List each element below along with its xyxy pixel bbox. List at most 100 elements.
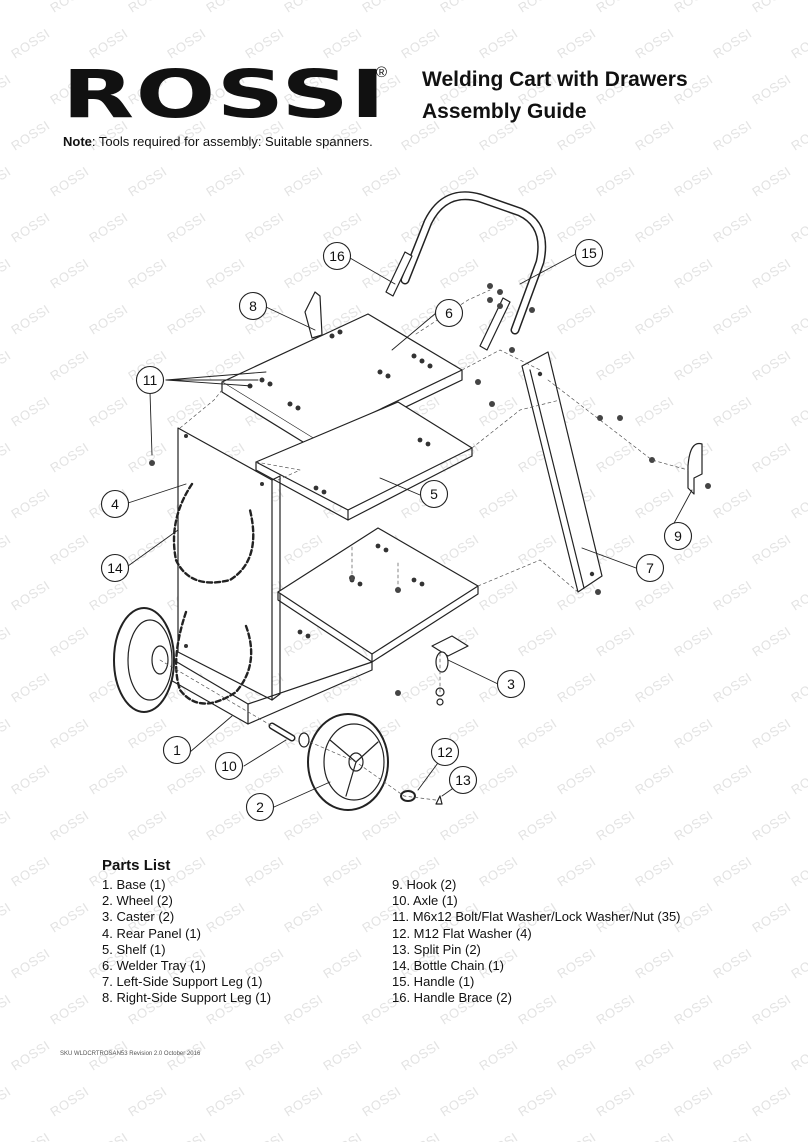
- callout-circle: [434, 298, 464, 328]
- parts-list-item: 8. Right-Side Support Leg (1): [102, 990, 272, 1006]
- watermark-text: ROSSI: [398, 1130, 442, 1142]
- document-title: Welding Cart with Drawers Assembly Guide: [422, 64, 688, 128]
- watermark-text: ROSSI: [515, 1083, 560, 1120]
- watermark-text: ROSSI: [788, 1130, 808, 1142]
- callout-16: 16: [322, 241, 352, 271]
- parts-list-item: 9. Hook (2): [392, 877, 457, 892]
- callout-leader-lines: [127, 253, 693, 808]
- watermark-text: ROSSI: [632, 1130, 676, 1142]
- watermark-text: ROSSI: [632, 25, 677, 62]
- callout-number: 3: [507, 676, 515, 692]
- callout-circle: [162, 735, 192, 765]
- watermark-text: ROSSI: [593, 0, 637, 15]
- callout-14: 14: [100, 553, 130, 583]
- parts-list-item: 12. M12 Flat Washer (4): [392, 925, 532, 941]
- callout-4: 4: [100, 489, 130, 519]
- callout-circle: [238, 291, 268, 321]
- watermark-text: ROSSI: [281, 899, 326, 936]
- parts-list-item: 1. Base (1): [102, 877, 166, 892]
- watermark-text: ROSSI: [242, 1037, 287, 1074]
- parts-list-title: Parts List: [102, 857, 171, 874]
- callout-circle: [635, 553, 665, 583]
- axle-illustration: [268, 722, 310, 748]
- callout-number: 7: [646, 560, 654, 576]
- parts-list-item: 14. Bottle Chain (1): [392, 958, 505, 974]
- watermark-text: ROSSI: [8, 945, 53, 982]
- parts-list-item: 13. Split Pin (2): [392, 941, 481, 957]
- callout-3: 3: [496, 669, 526, 699]
- registered-mark: ®: [376, 64, 388, 81]
- watermark-text: ROSSI: [359, 1083, 404, 1120]
- washer-illustration: [400, 790, 443, 805]
- watermark-text: ROSSI: [320, 945, 365, 982]
- watermark-text: ROSSI: [281, 0, 325, 15]
- watermark-text: ROSSI: [0, 991, 14, 1028]
- callout-1: 1: [162, 735, 192, 765]
- watermark-text: ROSSI: [788, 945, 808, 982]
- watermark-text: ROSSI: [86, 1130, 130, 1142]
- watermark-text: ROSSI: [749, 899, 794, 936]
- rossi-logo: ROSSI ®: [62, 62, 387, 128]
- callout-number: 1: [173, 742, 181, 758]
- callout-10: 10: [214, 751, 244, 781]
- hardware-bolts: [149, 283, 711, 696]
- parts-list-item: 4. Rear Panel (1): [102, 925, 201, 941]
- callout-2: 2: [245, 792, 275, 822]
- rear-panel-illustration: [177, 427, 281, 701]
- parts-list-item: 7. Left-Side Support Leg (1): [102, 974, 263, 990]
- watermark-text: ROSSI: [710, 853, 755, 890]
- watermark-text: ROSSI: [0, 71, 14, 108]
- watermark-text: ROSSI: [320, 853, 365, 890]
- parts-list-item: 16. Handle Brace (2): [392, 990, 512, 1006]
- parts-list-item: 6. Welder Tray (1): [102, 958, 206, 974]
- watermark-text: ROSSI: [125, 1083, 170, 1120]
- watermark-text: ROSSI: [749, 0, 793, 15]
- watermark-text: ROSSI: [476, 1037, 521, 1074]
- watermark-text: ROSSI: [8, 853, 53, 890]
- callout-circle: [135, 365, 165, 395]
- hook-illustration: [687, 442, 703, 495]
- callout-circle: [214, 751, 244, 781]
- callout-number: 13: [455, 772, 471, 788]
- callout-circle: [100, 489, 130, 519]
- right-side-support-leg-illustration: [304, 291, 323, 339]
- callout-number: 12: [437, 744, 453, 760]
- watermark-text: ROSSI: [476, 25, 521, 62]
- watermark-text: ROSSI: [671, 0, 715, 15]
- base-illustration: [159, 527, 479, 725]
- watermark-text: ROSSI: [593, 1083, 638, 1120]
- watermark-text: ROSSI: [437, 0, 481, 15]
- watermark-text: ROSSI: [359, 0, 403, 15]
- parts-list-item: 2. Wheel (2): [102, 893, 173, 909]
- watermark-text: ROSSI: [8, 117, 53, 154]
- callout-number: 15: [581, 245, 597, 261]
- callout-circle: [496, 669, 526, 699]
- watermark-text: ROSSI: [710, 1130, 754, 1142]
- watermark-text: ROSSI: [320, 1037, 365, 1074]
- watermark-text: ROSSI: [554, 1037, 599, 1074]
- watermark-text: ROSSI: [749, 991, 794, 1028]
- right-wheel-illustration: [307, 713, 389, 811]
- watermark-text: ROSSI: [8, 25, 53, 62]
- watermark-text: ROSSI: [437, 1083, 482, 1120]
- callout-9: 9: [663, 521, 693, 551]
- callout-number: 8: [249, 298, 257, 314]
- logo-text: ROSSI: [62, 56, 387, 133]
- title-line-1: Welding Cart with Drawers: [422, 68, 688, 91]
- watermark-text: ROSSI: [125, 0, 169, 15]
- parts-list-item: 5. Shelf (1): [102, 941, 166, 957]
- callout-number: 9: [674, 528, 682, 544]
- callout-6: 6: [434, 298, 464, 328]
- watermark-text: ROSSI: [0, 1083, 14, 1120]
- watermark-text: ROSSI: [47, 1083, 92, 1120]
- parts-list-column-1: 1. Base (1)2. Wheel (2)3. Caster (2)4. R…: [102, 877, 271, 1007]
- watermark-text: ROSSI: [320, 1130, 364, 1142]
- bottle-chain-illustration: [172, 482, 255, 705]
- watermark-text: ROSSI: [749, 71, 794, 108]
- callout-12: 12: [430, 737, 460, 767]
- watermark-text: ROSSI: [710, 945, 755, 982]
- parts-list-column-2: 9. Hook (2)10. Axle (1)11. M6x12 Bolt/Fl…: [392, 877, 681, 1007]
- watermark-text: ROSSI: [788, 853, 808, 890]
- left-side-support-leg-illustration: [521, 351, 603, 593]
